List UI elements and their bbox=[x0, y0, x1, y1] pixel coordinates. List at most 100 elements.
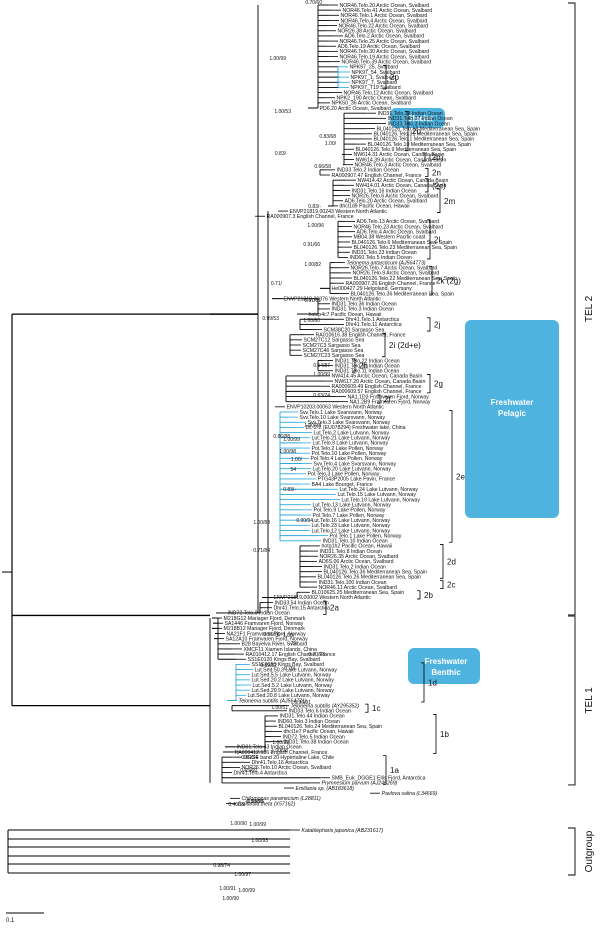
leaf-label: NW614.31 Arctic Ocean, Canada Basin bbox=[354, 152, 445, 158]
leaf-label: Lut.Sed.5.5 Lake Lutvann, Norway bbox=[252, 673, 332, 679]
leaf-label: IND31.Telo.23 Indian Ocean bbox=[352, 250, 417, 256]
leaf-label: Lut.Sed.20.8 Lake Lutvann, Norway bbox=[248, 693, 331, 699]
support-value: 1.00/80 bbox=[303, 318, 320, 324]
clade-label: 2g bbox=[434, 380, 443, 389]
leaf-label: Lut.Telo.13 Lake Lutvann, Norway bbox=[313, 503, 392, 509]
support-value: 1.00/53 bbox=[274, 109, 291, 115]
leaf-label: IND31.Telo.8 Indian Ocean bbox=[320, 549, 382, 555]
leaf-label: NPK97_1, Svalbard bbox=[351, 75, 397, 81]
highlight-label: Glacier bbox=[406, 114, 433, 123]
leaf-label: IND60.Telo.5 Indian Ocean bbox=[350, 255, 412, 261]
support-value: 0.70/93 bbox=[308, 652, 325, 658]
clade-label: 2n bbox=[432, 168, 441, 177]
leaf-label: SCM27C23 Sargasso Sea bbox=[304, 353, 365, 359]
leaf-label: AD6S.06 Arctic Ocean, Svalbard bbox=[319, 559, 394, 565]
support-value: 0.66/58 bbox=[314, 164, 331, 170]
leaf-label: NPK97_T19 Svalbard bbox=[351, 85, 401, 91]
leaf-label: Svv.Telo.4 Lake Svarsvann, Norway bbox=[314, 461, 397, 467]
support-value: 0.79/ bbox=[284, 666, 296, 672]
leaf-label: NOR46.Telo.22 Arctic Ocean, Svalbard bbox=[339, 23, 429, 29]
support-value: 0.86/88 bbox=[273, 434, 290, 440]
leaf-label: SS1E0155 Kings Bay, Svalbard bbox=[252, 662, 325, 668]
leaf-label: IND31.Telo.36 Indian Ocean bbox=[332, 302, 397, 308]
branch-layer bbox=[2, 4, 386, 874]
clade-bracket bbox=[425, 167, 429, 177]
support-value: 79 bbox=[290, 641, 296, 647]
clade-bracket bbox=[323, 600, 327, 615]
clade-label: 2p bbox=[390, 73, 399, 82]
leaf-label: Dhr41.Telo.4 Antarctica bbox=[234, 770, 288, 776]
leaf-label: IND31.Telo.11 Indian Ocean bbox=[335, 369, 400, 375]
leaf-label: SA1446 Framvaren Fjord, Norway bbox=[225, 621, 304, 627]
clade-bracket bbox=[417, 590, 421, 600]
leaf-label: IND31.Telo.16 Indian Ocean bbox=[352, 188, 417, 194]
support-value: 0.91/61 bbox=[304, 298, 321, 304]
group-bracket bbox=[568, 827, 576, 876]
leaf-label: IND72.Telo.9 Indian Ocean bbox=[228, 611, 290, 617]
leaf-label: DL-2-2 (EU078294) Freshwater lake, China bbox=[306, 425, 406, 431]
leaf-label: IND31.Telo.3 Indian Ocean bbox=[332, 307, 394, 313]
clade-label: 2d bbox=[447, 557, 456, 566]
leaf-label: Telonema subtilis (AJ564771) bbox=[239, 698, 307, 704]
leaf-label: Lut.Sed.5.2 Lake Lutvann, Norway bbox=[253, 683, 333, 689]
leaf-label: NOR46.Telo.3 Arctic Ocean, Svalbard bbox=[355, 163, 442, 169]
clade-bracket bbox=[429, 265, 433, 296]
clade-bracket bbox=[382, 332, 386, 358]
leaf-label: SMB_Euk_DGGE1 Ellis Fjord, Antarctica bbox=[332, 776, 426, 782]
leaf-label: NPK2_190 Arctic Ocean, Svalbard bbox=[337, 96, 416, 102]
leaf-label: Lut.Telo.16 Lake Lutvann, Norway bbox=[312, 518, 391, 524]
leaf-label: NOR26.Telo.9 Arctic Ocean, Svalbard bbox=[353, 271, 440, 277]
clade-label: 1d bbox=[428, 678, 437, 687]
highlight-label: Freshwater bbox=[425, 657, 468, 666]
group-label: TEL 2 bbox=[584, 295, 595, 322]
leaf-label: MB04.38 Western Pacific coast bbox=[354, 235, 427, 241]
support-value: 1.00/98 bbox=[272, 740, 289, 746]
leaf-label: Pol.Telo.9 Lake Pollen, Norway bbox=[314, 508, 386, 514]
support-value: 1.00/98 bbox=[279, 449, 296, 455]
clade-bracket bbox=[365, 703, 369, 713]
leaf-label: NOR46.11 Arctic Ocean, Svalbard bbox=[319, 585, 397, 591]
leaf-label: Lut.Sed.20.2 Lake Lutvann, Norway bbox=[252, 678, 335, 684]
clade-label: 2i (2d+e) bbox=[389, 341, 421, 350]
scale-label: 0.1 bbox=[6, 918, 15, 924]
leaf-label: NOR46.Telo.12 Arctic Ocean, Svalbard bbox=[344, 90, 434, 96]
group-bracket bbox=[568, 615, 576, 786]
leaf-label: M218G12 Mariager Fjord, Denmark bbox=[224, 616, 306, 622]
support-value: 1.00/98 bbox=[304, 423, 321, 429]
leaf-label: PTG43P2005 Lake Pavin, France bbox=[318, 477, 396, 483]
leaf-label: IND33.Telo.6 Indian Ocean bbox=[289, 709, 351, 715]
leaf-label: Pol.Telo.3 Lake Pollen, Norway bbox=[308, 472, 380, 478]
leaf-label: SS1E0120 Kings Bay, Svalbard bbox=[248, 657, 321, 663]
clade-bracket bbox=[383, 64, 387, 90]
support-value: 0.54/87 bbox=[313, 363, 330, 369]
leaf-label: AD6.Telo.4 Arctic Ocean, Svalbard bbox=[357, 229, 437, 235]
leaf-label: hotg1h2 Pacific Ocean, Hawaii bbox=[322, 544, 393, 550]
support-value: 0.83/ bbox=[275, 151, 287, 157]
support-value: 0.96/91 bbox=[294, 700, 311, 706]
leaf-label: Lut.Telo.20 Lake Lutvann, Norway bbox=[313, 466, 392, 472]
group-bracket bbox=[568, 2, 576, 616]
highlight-label: Pelagic bbox=[498, 409, 527, 418]
leaf-label: Svv.Telo.10 Lake Svarsvann, Norway bbox=[300, 415, 386, 421]
support-value: 1.00/91 bbox=[219, 886, 236, 892]
support-value: 1.00/ bbox=[283, 633, 295, 639]
leaf-label: PD6.20 Arctic Ocean, Svalbard bbox=[320, 106, 392, 112]
leaf-label: Guillardia theta (X57162) bbox=[238, 801, 296, 807]
support-value: 1.00/51 bbox=[271, 705, 288, 711]
leaf-label: NOR26.Telo.7 Arctic Ocean, Svalbard bbox=[351, 266, 438, 272]
support-value: 0.71/ bbox=[271, 281, 283, 287]
support-value: 0.83/- bbox=[308, 204, 321, 210]
support-value: 0.46/59 bbox=[228, 802, 245, 808]
leaf-label: Katablepharis japonica (AB231617) bbox=[302, 828, 384, 834]
leaf-label: RA000907.47 English Channel, France bbox=[332, 173, 422, 179]
leaf-label: Telonema antarcticum (AJ564773) bbox=[347, 260, 426, 266]
leaf-label: NW414.01 Arctic Ocean, Canada Basin bbox=[356, 183, 447, 189]
clade-bracket bbox=[440, 544, 444, 579]
leaf-label: NOR46.Telo.23 Arctic Ocean, Svalbard bbox=[354, 224, 444, 230]
leaf-label: Svv.Telo.1 Lake Svarsvann, Norway bbox=[300, 410, 383, 416]
leaf-label: Dhr41.Telo.1 Antarctica bbox=[346, 317, 400, 323]
support-value: 0.83/68 bbox=[319, 134, 336, 140]
leaf-label: BL040126.Telo.9 Mediterranean Sea, Spain bbox=[356, 147, 457, 153]
leaf-label: IND31.Telo.2 Indian Ocean bbox=[324, 564, 386, 570]
glacier-box bbox=[390, 108, 445, 128]
